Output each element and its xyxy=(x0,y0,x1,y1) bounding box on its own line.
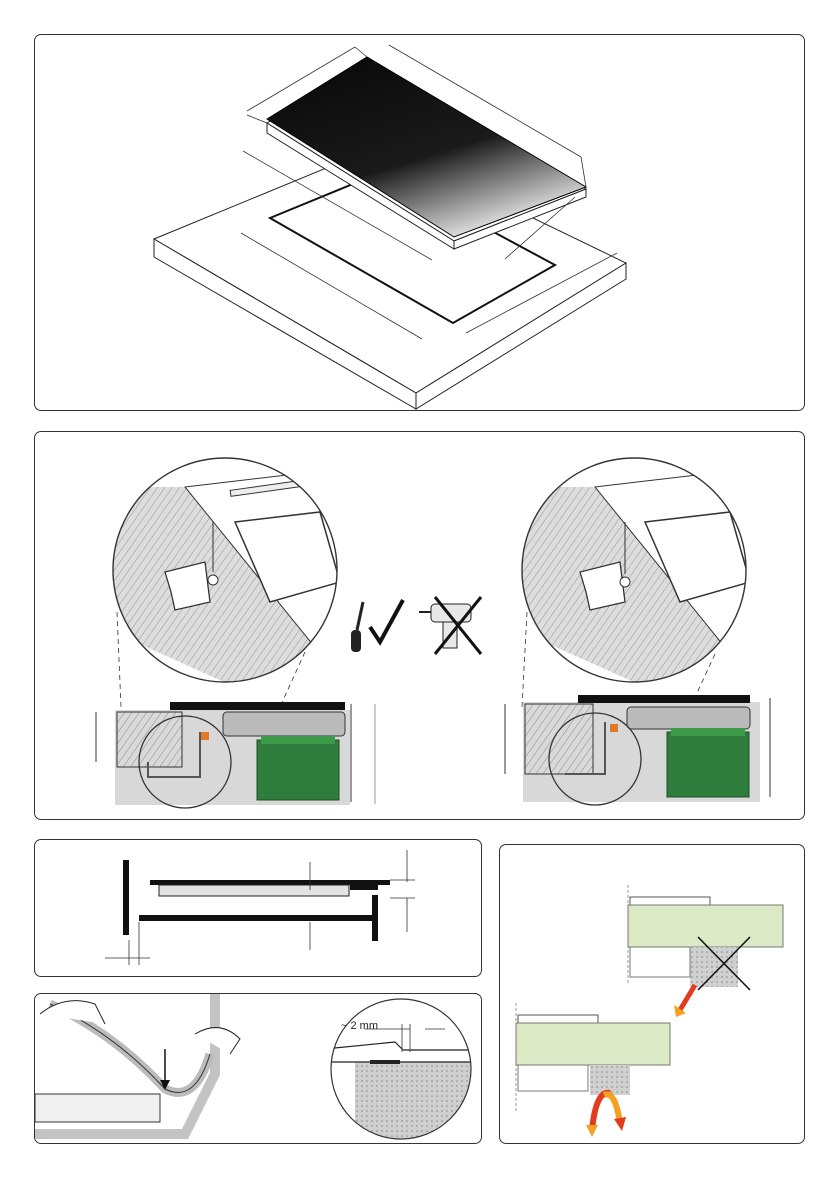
bracket-fixing-panel xyxy=(34,431,805,820)
gap-label: ~ 2 mm xyxy=(341,1020,378,1032)
right-section xyxy=(505,695,770,805)
left-section xyxy=(96,702,375,808)
heat-protection-panel xyxy=(499,844,805,1144)
bracket-fixing-drawing xyxy=(35,432,805,820)
screwdriver-check-icon xyxy=(351,600,403,652)
seal-application-panel: ~ 2 mm xyxy=(34,993,482,1144)
seal-application-drawing xyxy=(35,994,482,1144)
right-zoom-circle xyxy=(505,452,765,692)
ventilation-gap-drawing xyxy=(35,840,482,977)
heat-protection-drawing xyxy=(500,845,805,1144)
hob-cutout-drawing xyxy=(35,35,805,411)
left-zoom-circle xyxy=(95,452,355,692)
hob-cutout-panel xyxy=(34,34,805,411)
power-drill-crossed-icon xyxy=(419,597,481,654)
ventilation-gap-panel xyxy=(34,839,482,977)
